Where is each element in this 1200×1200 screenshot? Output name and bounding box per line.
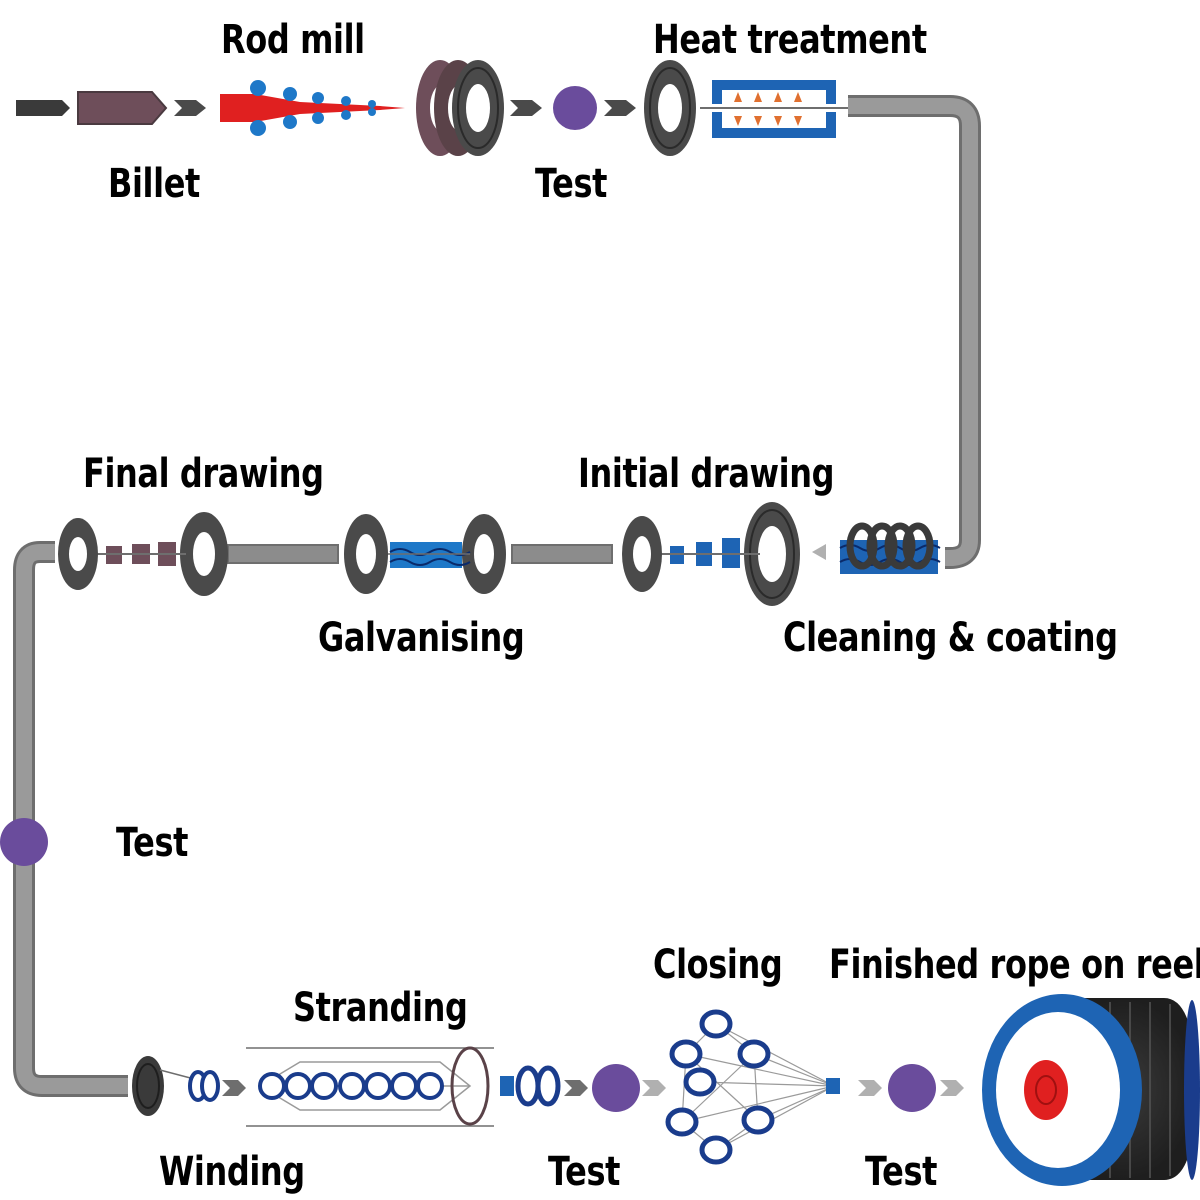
initial-drawing-label: Initial drawing — [578, 451, 835, 497]
drawing-die-icon — [58, 512, 228, 596]
closing-label: Closing — [653, 942, 783, 988]
test-label: Test — [548, 1149, 621, 1195]
coil-icon — [416, 60, 504, 156]
test-dot-icon — [553, 86, 597, 130]
billet-icon — [16, 91, 168, 125]
cleaning-coating-label: Cleaning & coating — [783, 615, 1118, 661]
test-label: Test — [865, 1149, 938, 1195]
arrow-icon — [642, 1080, 666, 1096]
test-dot-icon — [888, 1064, 936, 1112]
test-label: Test — [116, 820, 189, 866]
drawing-die-icon — [622, 502, 800, 606]
galvanising-bath-icon — [344, 514, 506, 594]
process-pipe — [13, 95, 981, 1097]
billet-label: Billet — [108, 161, 200, 207]
coating-bath-icon — [812, 522, 941, 574]
stranding-machine-icon — [246, 1046, 588, 1127]
rod-mill-label: Rod mill — [221, 17, 365, 63]
stranding-label: Stranding — [293, 985, 468, 1031]
finished-rope-label: Finished rope on reel — [829, 942, 1200, 988]
test-dot-icon — [0, 818, 48, 866]
arrow-icon — [174, 100, 636, 116]
coil-icon — [644, 60, 696, 156]
winding-label: Winding — [159, 1149, 305, 1195]
coil-icon — [132, 1056, 246, 1116]
arrow-icon — [940, 1080, 964, 1096]
test-label: Test — [535, 161, 608, 207]
heat-treatment-label: Heat treatment — [653, 17, 927, 63]
final-drawing-label: Final drawing — [83, 451, 324, 497]
rod-mill-icon — [220, 80, 405, 136]
galvanising-label: Galvanising — [318, 615, 525, 661]
closing-machine-icon — [665, 1009, 882, 1165]
test-dot-icon — [592, 1064, 640, 1112]
furnace-icon — [700, 80, 848, 138]
reel-icon — [982, 994, 1200, 1186]
